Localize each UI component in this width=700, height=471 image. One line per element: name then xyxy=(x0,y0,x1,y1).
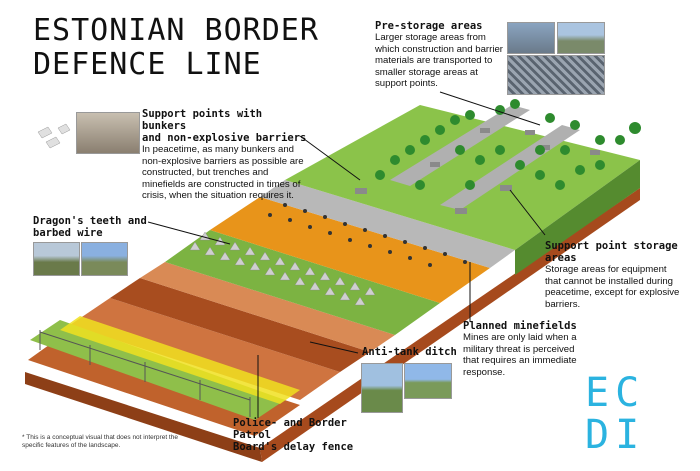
page-title: ESTONIAN BORDER DEFENCE LINE xyxy=(33,14,319,82)
logo-line-2: DI xyxy=(585,412,646,458)
soil-strip-3 xyxy=(140,262,395,352)
callout-pre-storage: Pre-storage areas Larger storage areas f… xyxy=(375,20,503,90)
title-line-2: DEFENCE LINE xyxy=(33,47,262,82)
terrain-right-side xyxy=(515,160,640,275)
callout-storage-areas: Support point storage areas Storage area… xyxy=(545,240,685,310)
delay-fence-yellow xyxy=(60,316,300,404)
terrain-base-side xyxy=(25,372,262,462)
logo-line-1: EC xyxy=(585,370,646,416)
mines xyxy=(268,203,467,267)
dragons-teeth xyxy=(189,231,376,306)
ecdi-logo: EC DI xyxy=(585,372,645,456)
anti-tank-photo-1 xyxy=(361,363,403,413)
callout-heading-line-2: and non-explosive barriers xyxy=(142,132,307,144)
dragons-teeth-photo-2 xyxy=(81,242,128,276)
pre-storage-photo-2 xyxy=(557,22,605,54)
pre-storage-photo-1 xyxy=(507,22,555,54)
bunker-thumbnail-models xyxy=(37,123,71,149)
road-strip xyxy=(260,180,515,268)
callout-heading-line-1: Support points with bunkers xyxy=(142,108,263,132)
callout-heading-line-2: barbed wire xyxy=(33,227,103,239)
callout-body: Mines are only laid when a military thre… xyxy=(463,332,577,378)
callout-delay-fence: Police- and Border Patrol Board's delay … xyxy=(233,417,383,453)
callout-heading-line-1: Dragon's teeth and xyxy=(33,215,147,227)
footnote: * This is a conceptual visual that does … xyxy=(22,434,178,449)
trees xyxy=(375,99,641,190)
callout-heading: Anti-tank ditch xyxy=(362,346,457,358)
callout-support-points: Support points with bunkers and non-expl… xyxy=(142,108,312,202)
terrain-front-side xyxy=(260,188,640,462)
dragons-teeth-photo-1 xyxy=(33,242,80,276)
callout-heading: Pre-storage areas xyxy=(375,20,483,32)
callout-heading-line-1: Support point storage xyxy=(545,240,678,252)
fence-posts xyxy=(39,330,251,417)
soil-strip-2 xyxy=(70,298,340,400)
bunkers xyxy=(355,128,600,214)
callout-minefields: Planned minefields Mines are only laid w… xyxy=(463,320,585,378)
leader-lines xyxy=(147,91,546,418)
minefield-zone xyxy=(210,197,490,303)
callout-anti-tank-ditch: Anti-tank ditch xyxy=(362,346,472,358)
callout-body: In peacetime, as many bunkers and non-ex… xyxy=(142,144,304,201)
callout-heading: Planned minefields xyxy=(463,320,577,332)
callout-heading-line-2: Board's delay fence xyxy=(233,441,354,453)
callout-dragons-teeth: Dragon's teeth and barbed wire xyxy=(33,215,153,239)
anti-tank-ditch xyxy=(110,278,370,372)
anti-tank-photo-2 xyxy=(404,363,452,399)
title-line-1: ESTONIAN BORDER xyxy=(33,13,319,48)
pre-storage-photo-3 xyxy=(507,55,605,95)
callout-body: Storage areas for equipment that cannot … xyxy=(545,264,680,310)
callout-heading-line-1: Police- and Border Patrol xyxy=(233,417,347,441)
callout-body: Larger storage areas from which construc… xyxy=(375,32,503,89)
bunker-photo xyxy=(76,112,140,154)
callout-heading-line-2: areas xyxy=(545,252,577,264)
